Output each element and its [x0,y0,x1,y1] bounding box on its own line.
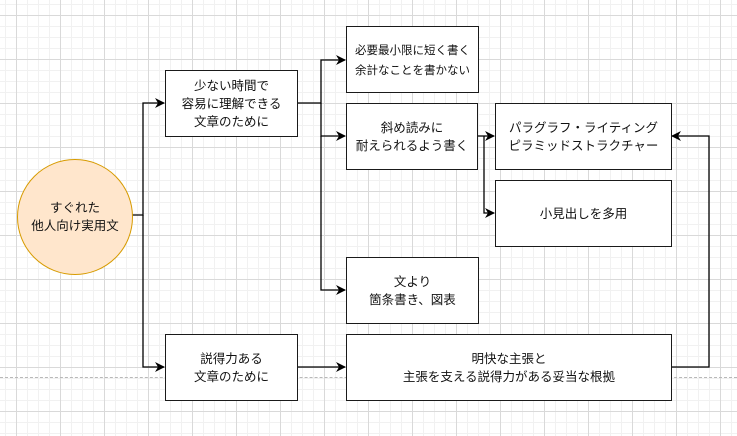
node-claim-and-evidence[interactable]: 明快な主張と 主張を支える説得力がある妥当な根拠 [346,334,672,401]
edge-skim-to-headings [483,136,495,218]
root-node[interactable]: すぐれた 他人向け実用文 [17,159,133,275]
node-headings[interactable]: 小見出しを多用 [495,180,672,247]
edge-claim-to-paragraph [671,131,710,368]
edge-short-time-to-minimal [297,55,346,104]
node-paragraph-writing[interactable]: パラグラフ・ライティング ピラミッドストラクチャー [495,103,672,170]
edge-root-to-short-time [132,98,165,216]
node-skim[interactable]: 斜め読みに 耐えられるよう書く [346,103,478,170]
node-short-time[interactable]: 少ない時間で 容易に理解できる 文章のために [165,70,298,137]
edge-short-time-to-skim [320,103,346,141]
edge-short-time-to-bullets [320,136,346,295]
node-persuasive[interactable]: 説得力ある 文章のために [165,334,298,401]
edge-root-to-persuasive [142,215,165,372]
node-bullets[interactable]: 文より 箇条書き、図表 [346,257,479,324]
node-minimal[interactable]: 必要最小限に短く書く 余計なことを書かない [346,26,479,93]
